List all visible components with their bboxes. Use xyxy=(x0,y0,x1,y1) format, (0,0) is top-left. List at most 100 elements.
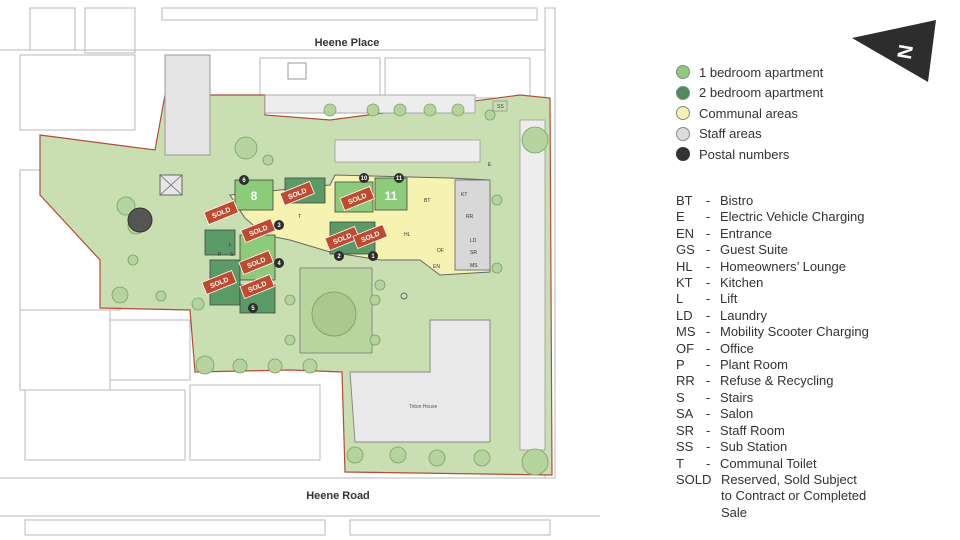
abbreviation-code: SR xyxy=(676,422,695,438)
key-label: Communal areas xyxy=(699,105,798,121)
postal-number: 3 xyxy=(277,223,281,229)
abbreviation-row: GS-Guest Suite xyxy=(676,242,956,258)
triton-house xyxy=(349,319,491,443)
postal-number: 1 xyxy=(371,254,375,260)
abbreviation-row: EN-Entrance xyxy=(676,226,956,242)
abbreviation-code: S xyxy=(676,389,685,405)
trees xyxy=(111,103,549,476)
postal-number: 6 xyxy=(242,178,246,184)
abbreviation-dash: - xyxy=(706,291,711,307)
key-swatch xyxy=(676,147,690,162)
abbreviation-description: Salon xyxy=(720,406,754,422)
abbreviation-code: L xyxy=(676,291,684,307)
abbreviation-description: Laundry xyxy=(720,307,767,323)
site-plan-map: Heene Place Heene Road Triton House 8 11… xyxy=(0,7,600,536)
street-heene-road: Heene Road xyxy=(306,490,370,502)
key-label: Staff areas xyxy=(699,126,762,142)
neighbour-buildings xyxy=(19,7,556,536)
abbreviation-description: Communal Toilet xyxy=(720,455,817,471)
key-swatch xyxy=(676,65,690,80)
sold-badges: SOLD SOLD SOLD SOLD SOLD SOLD SOLD SOLD … xyxy=(201,180,388,300)
key-swatch xyxy=(676,106,690,121)
abbreviation-description: Mobility Scooter Charging xyxy=(720,324,869,340)
car-park xyxy=(164,54,211,156)
abbreviation-code: OF xyxy=(676,340,695,356)
abbreviation-dash: - xyxy=(706,357,711,373)
abbreviation-dash: - xyxy=(706,258,711,274)
abbreviation-dash: - xyxy=(706,373,711,389)
abbreviation-code: LD xyxy=(676,307,693,323)
postal-number: 5 xyxy=(251,306,255,312)
apartment-number-11: 11 xyxy=(385,189,398,203)
key-staff: Staff areas xyxy=(676,124,946,145)
key-swatch xyxy=(676,126,690,141)
abbreviation-dash: - xyxy=(706,340,711,356)
postal-number: 2 xyxy=(337,254,341,260)
abbreviation-dash: - xyxy=(706,275,711,291)
north-arrow-icon: N xyxy=(852,20,936,82)
abbreviation-dash: - xyxy=(706,422,711,438)
abbreviation-row: MS-Mobility Scooter Charging xyxy=(676,324,956,340)
room-code-t: T xyxy=(298,214,301,220)
abbreviation-dash: - xyxy=(706,389,711,405)
abbreviation-row: S -Stairs xyxy=(676,390,956,406)
room-code-hl: HL xyxy=(404,232,411,238)
abbreviation-row: LD-Laundry xyxy=(676,308,956,324)
abbreviation-dash: - xyxy=(706,242,711,258)
abbreviation-row: BT-Bistro xyxy=(676,193,956,209)
abbreviation-description: Refuse & Recycling xyxy=(720,373,834,389)
abbreviation-code: P xyxy=(676,357,685,373)
room-code-p: P xyxy=(218,252,222,258)
abbreviation-dash: - xyxy=(706,225,711,241)
abbreviation-code: GS xyxy=(676,242,695,258)
abbreviation-description: Entrance xyxy=(720,225,773,241)
abbreviation-code: KT xyxy=(676,275,693,291)
room-code-e: E xyxy=(488,162,492,168)
abbreviation-description: Plant Room xyxy=(720,357,788,373)
abbreviation-description: Office xyxy=(720,340,754,356)
abbreviation-dash: - xyxy=(706,406,711,422)
abbreviation-dash: - xyxy=(706,324,711,340)
abbreviation-description: Kitchen xyxy=(720,275,764,291)
key-two-bedroom: 2 bedroom apartment xyxy=(676,83,946,104)
apartment-number-8: 8 xyxy=(251,189,258,203)
garden-roundabout xyxy=(127,207,153,233)
room-code-en: EN xyxy=(433,264,440,270)
key-one-bedroom: 1 bedroom apartment xyxy=(676,62,946,83)
room-code-ss: SS xyxy=(497,104,504,110)
abbreviation-description: Staff Room xyxy=(720,422,785,438)
abbreviation-code: T xyxy=(676,455,684,471)
room-code-l: L xyxy=(229,242,232,248)
abbreviation-description: Lift xyxy=(720,291,738,307)
key-swatch xyxy=(676,85,690,100)
staff-block xyxy=(454,179,491,271)
colour-key: 1 bedroom apartment 2 bedroom apartment … xyxy=(676,62,946,165)
abbreviation-code: HL xyxy=(676,258,693,274)
parking-bays xyxy=(264,94,546,451)
abbreviation-description: Stairs xyxy=(720,389,754,405)
street-heene-place: Heene Place xyxy=(315,37,380,49)
abbreviation-row: SS-Sub Station xyxy=(676,439,956,455)
abbreviation-dash: - xyxy=(706,307,711,323)
abbreviation-dash: - xyxy=(706,455,711,471)
key-label: Postal numbers xyxy=(699,146,790,162)
abbreviation-code: SOLD xyxy=(676,471,712,487)
abbreviation-dash: - xyxy=(706,193,711,208)
triton-house-label: Triton House xyxy=(409,404,438,410)
abbreviation-description: Reserved, Sold Subject to Contract or Co… xyxy=(721,471,867,520)
key-label: 1 bedroom apartment xyxy=(699,64,824,80)
abbreviation-description: Electric Vehicle Charging xyxy=(720,209,865,225)
abbreviation-row: OF-Office xyxy=(676,341,956,357)
abbreviation-code: BT xyxy=(676,193,693,208)
room-code-sr: SR xyxy=(470,250,477,256)
abbreviation-code: SS xyxy=(676,439,694,455)
abbreviation-row: T -Communal Toilet xyxy=(676,456,956,472)
abbreviation-description: Sub Station xyxy=(720,439,788,455)
room-code-ms: MS xyxy=(470,263,478,269)
room-code-kt: KT xyxy=(461,192,467,198)
roads xyxy=(0,49,600,517)
postal-number: 4 xyxy=(277,261,281,267)
postal-number: 11 xyxy=(396,176,403,182)
abbreviation-code: EN xyxy=(676,225,695,241)
